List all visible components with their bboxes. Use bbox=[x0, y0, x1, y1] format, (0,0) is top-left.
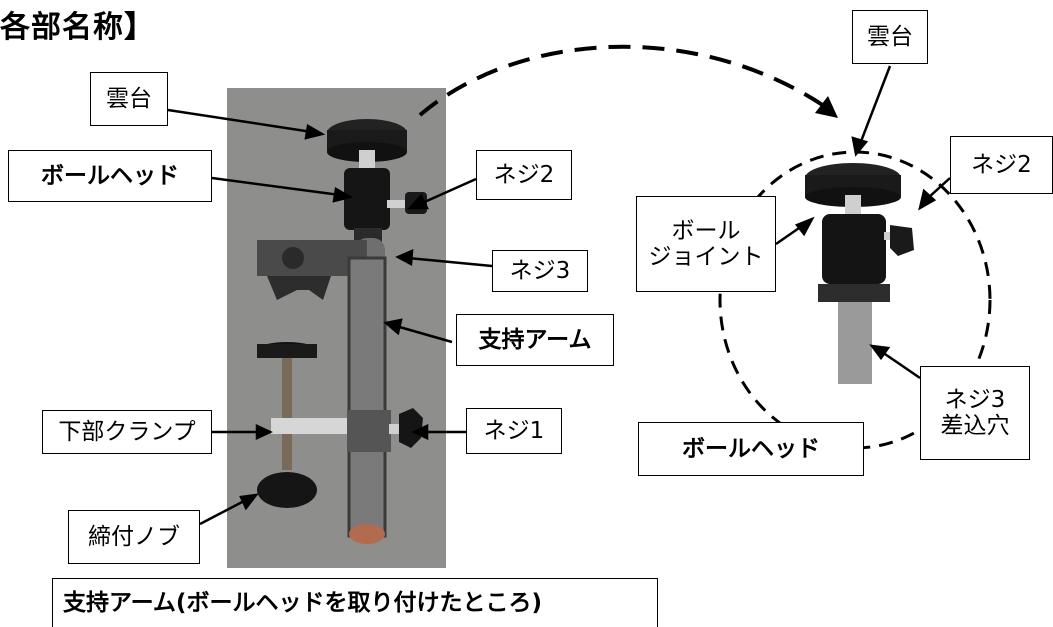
support-arm-bar bbox=[347, 256, 387, 538]
label-screw-2: ネジ2 bbox=[476, 150, 572, 200]
ballhead-closeup bbox=[805, 163, 914, 384]
label-ball-joint-line1: ボール bbox=[671, 217, 741, 244]
lower-clamp-bar bbox=[271, 418, 361, 434]
support-arm-photo bbox=[227, 88, 446, 568]
label-ball-joint: ボール ジョイント bbox=[636, 196, 776, 292]
label-pan-head: 雲台 bbox=[90, 72, 168, 126]
caption-support-arm: 支持アーム(ボールヘッドを取り付けたところ) bbox=[52, 578, 658, 627]
left-arrows bbox=[167, 108, 493, 526]
label-right-pan-head: 雲台 bbox=[852, 10, 928, 64]
screw-1 bbox=[399, 408, 423, 448]
label-right-screw-2: ネジ2 bbox=[950, 136, 1053, 194]
label-screw-3-hole: ネジ3 差込穴 bbox=[920, 366, 1030, 460]
label-screw-3: ネジ3 bbox=[492, 250, 588, 292]
connector-dashed-arc bbox=[418, 44, 832, 117]
label-screw-1: ネジ1 bbox=[466, 408, 562, 454]
connector-arrowhead bbox=[815, 96, 838, 118]
label-right-ballhead: ボールヘッド bbox=[638, 422, 864, 476]
label-support-arm: 支持アーム bbox=[456, 314, 614, 366]
ballhead-dashed-circle bbox=[718, 150, 992, 450]
label-lower-clamp: 下部クランプ bbox=[42, 410, 212, 454]
label-ballhead: ボールヘッド bbox=[8, 150, 212, 202]
tightening-knob bbox=[257, 472, 317, 508]
right-arrows bbox=[775, 65, 951, 380]
page-heading: 各部名称】 bbox=[0, 10, 155, 45]
label-screw-3-hole-line2: 差込穴 bbox=[940, 413, 1010, 439]
label-screw-3-hole-line1: ネジ3 bbox=[944, 386, 1006, 413]
label-ball-joint-line2: ジョイント bbox=[648, 244, 764, 270]
label-tightening-knob: 締付ノブ bbox=[68, 510, 200, 564]
support-arm-drawing bbox=[257, 119, 427, 544]
ballhead-body bbox=[344, 168, 390, 230]
